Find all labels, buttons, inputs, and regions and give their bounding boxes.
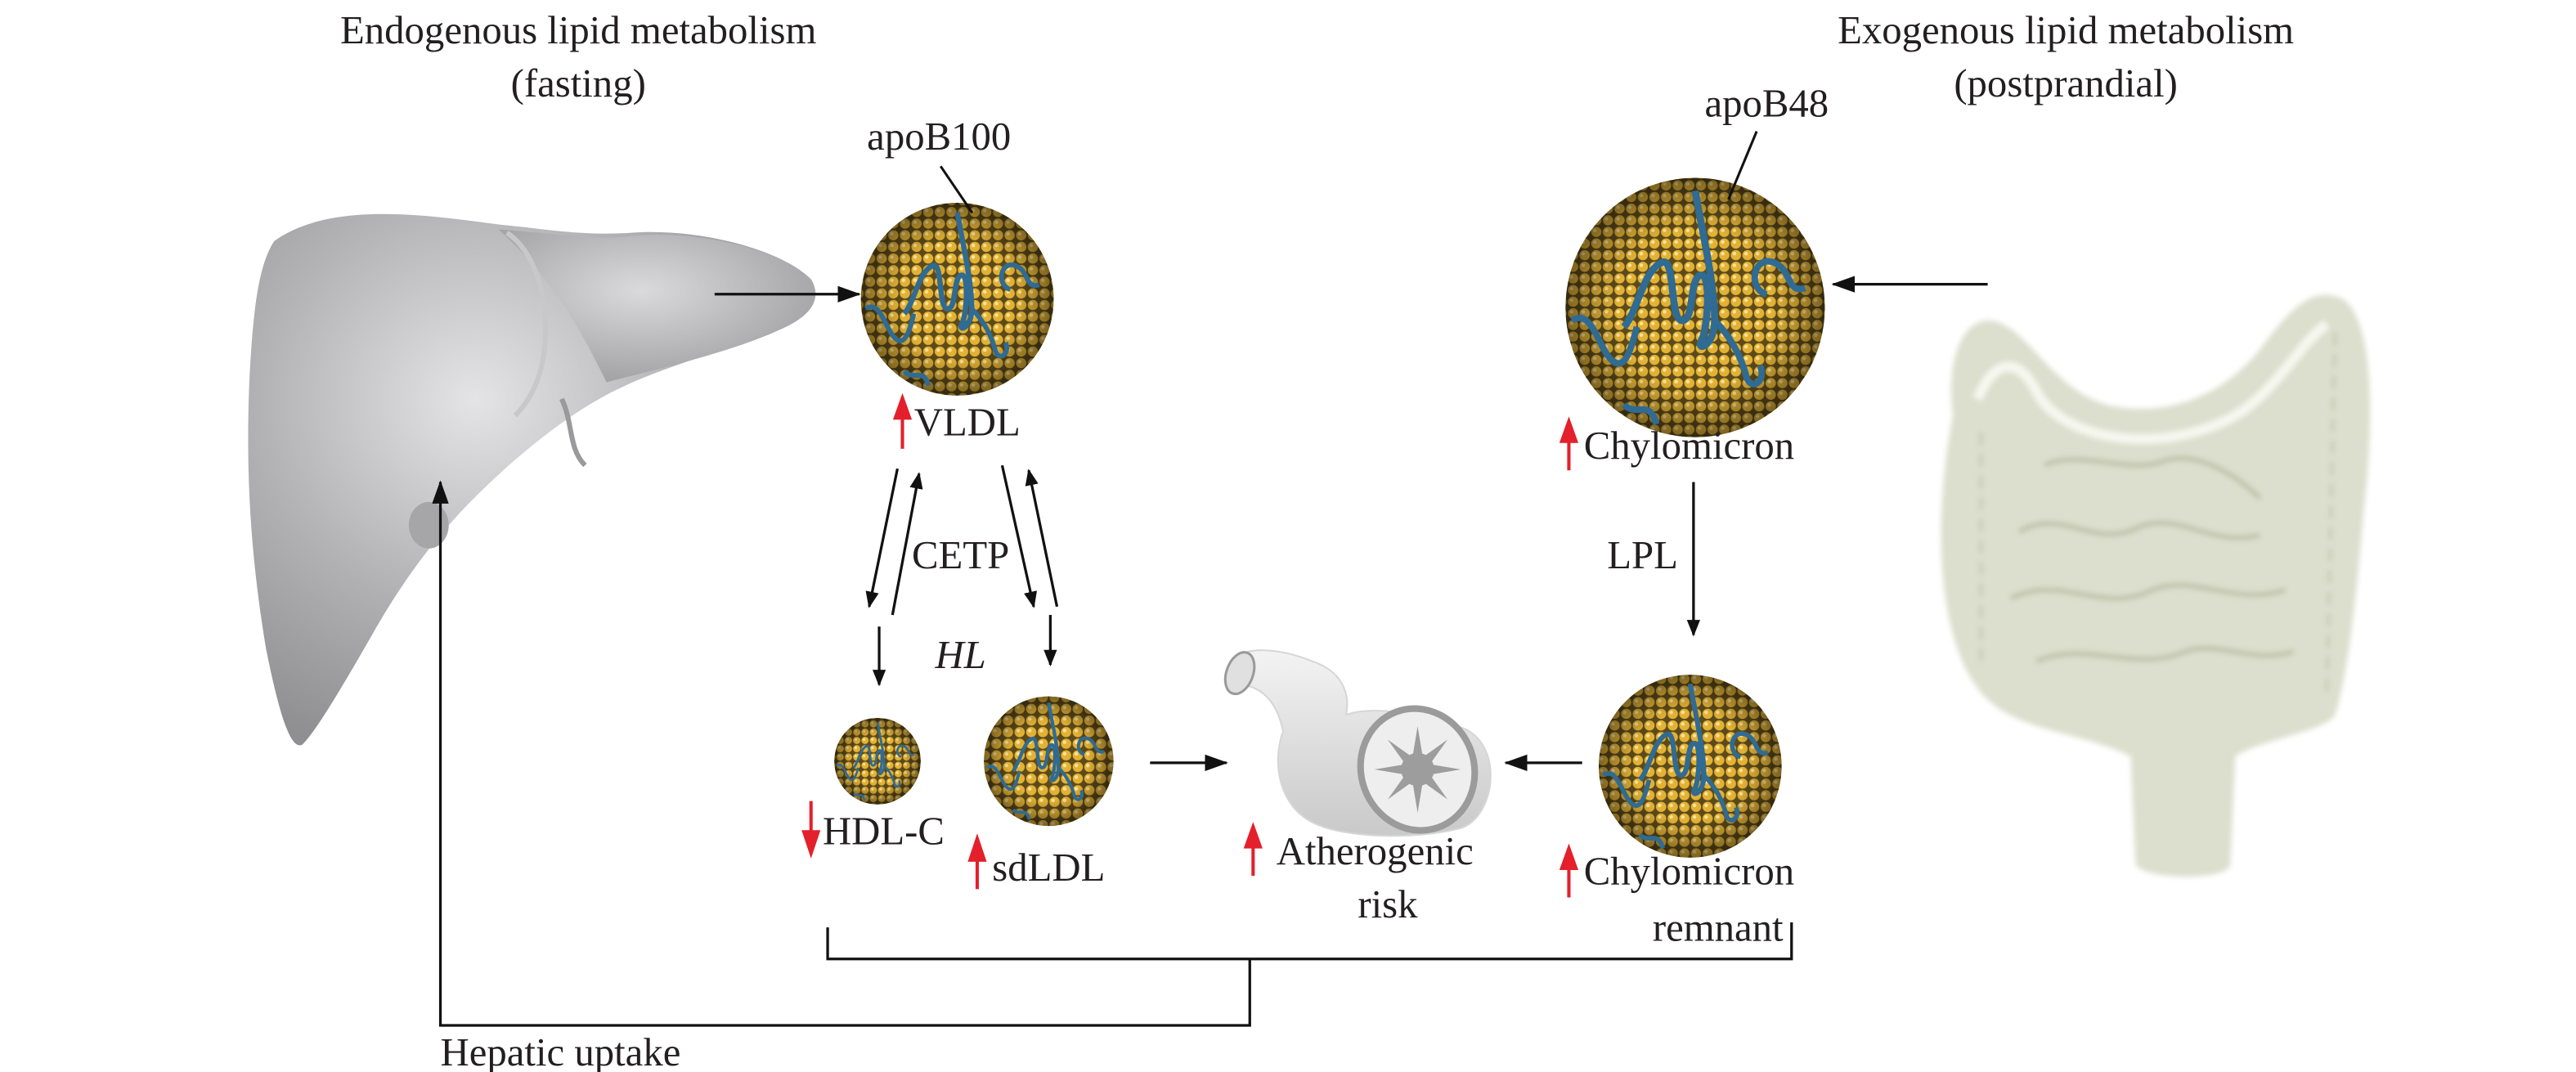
sdldl-particle (984, 696, 1114, 827)
hdl-decrease-arrow-icon (801, 801, 821, 859)
lipoprotein-bracket (826, 922, 1793, 961)
sdldl-label: sdLDL (992, 845, 1105, 890)
hepatic-uptake-label: Hepatic uptake (441, 1030, 681, 1072)
cetp-label: CETP (912, 533, 1009, 577)
apob48-pointer (1727, 131, 1758, 200)
endogenous-title: Endogenous lipid metabolism (340, 8, 816, 52)
atherogenic-risk-label-line1: Atherogenic (1277, 829, 1474, 873)
chylomicron-remnant-label-line2: remnant (1653, 905, 1784, 949)
chylomicron-particle (1565, 177, 1825, 437)
lpl-label: LPL (1607, 533, 1678, 577)
atherogenic-increase-arrow-icon (1243, 822, 1263, 877)
chylomicron-label: Chylomicron (1584, 424, 1794, 468)
hepatic-uptake-path (432, 480, 1251, 1027)
chylomicron-increase-arrow-icon (1559, 416, 1579, 471)
hdl-to-vldl-arrow (891, 472, 923, 616)
exogenous-title: Exogenous lipid metabolism (1838, 8, 2294, 52)
vldl-label: VLDL (914, 401, 1021, 445)
liver-illustration (248, 213, 816, 746)
chylomicron-remnant-particle (1599, 675, 1782, 858)
vldl-increase-arrow-icon (892, 392, 913, 449)
sdldl-increase-arrow-icon (967, 833, 987, 890)
chylomicron-remnant-label-line1: Chylomicron (1584, 849, 1794, 893)
atherogenic-risk-label-line2: risk (1358, 882, 1418, 926)
hdl-particle (834, 718, 921, 805)
apob100-pointer (939, 165, 974, 214)
hdl-label: HDL-C (823, 809, 945, 853)
exogenous-subtitle: (postprandial) (1954, 61, 2178, 105)
apob48-label: apoB48 (1704, 81, 1829, 125)
vldl-to-hdl-arrow (865, 468, 900, 608)
vldl-particle (860, 203, 1054, 396)
remnant-increase-arrow-icon (1559, 843, 1579, 898)
intestine-illustration (1941, 294, 2371, 877)
apob100-label: apoB100 (867, 114, 1011, 159)
artery-illustration (1223, 649, 1492, 837)
hl-label: HL (934, 633, 985, 677)
sdldl-to-vldl-arrow (1025, 469, 1059, 608)
vldl-to-sdldl-arrow (1000, 464, 1038, 608)
endogenous-subtitle: (fasting) (511, 61, 646, 105)
